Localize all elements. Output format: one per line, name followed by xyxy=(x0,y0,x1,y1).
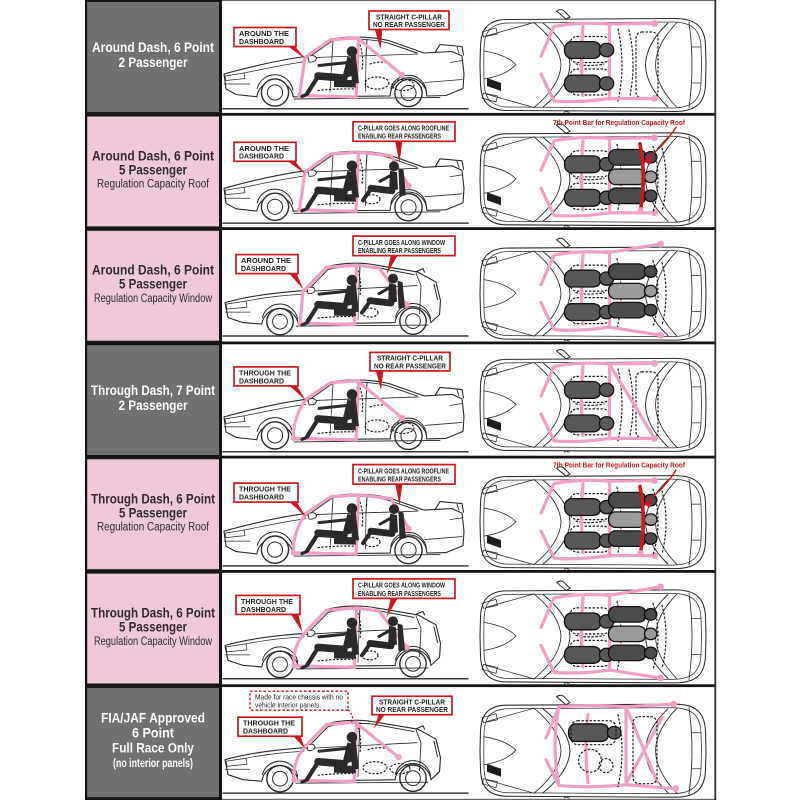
svg-text:STRAIGHT C-PILLAR: STRAIGHT C-PILLAR xyxy=(377,354,443,363)
svg-text:THROUGH THE: THROUGH THE xyxy=(239,368,291,377)
svg-text:AROUND THE: AROUND THE xyxy=(239,144,289,153)
svg-text:THROUGH THE: THROUGH THE xyxy=(243,719,295,728)
svg-text:DASHBOARD: DASHBOARD xyxy=(239,37,284,46)
svg-text:7th Point Bar for Regulation C: 7th Point Bar for Regulation Capacity Ro… xyxy=(553,461,685,470)
svg-text:Through Dash, 7 Point: Through Dash, 7 Point xyxy=(91,382,215,398)
svg-text:7th Point Bar for Regulation C: 7th Point Bar for Regulation Capacity Ro… xyxy=(553,118,685,127)
svg-text:vehicle interior panels.: vehicle interior panels. xyxy=(255,701,321,710)
svg-text:C-PILLAR GOES ALONG WINDOW: C-PILLAR GOES ALONG WINDOW xyxy=(358,238,446,247)
svg-text:NO REAR PASSENGER: NO REAR PASSENGER xyxy=(376,705,448,714)
svg-text:Full Race Only: Full Race Only xyxy=(112,740,194,756)
svg-text:AROUND THE: AROUND THE xyxy=(239,29,289,38)
svg-text:C-PILLAR GOES ALONG ROOFLINE: C-PILLAR GOES ALONG ROOFLINE xyxy=(358,466,449,475)
svg-text:2 Passenger: 2 Passenger xyxy=(119,397,188,413)
svg-text:Through Dash, 6 Point: Through Dash, 6 Point xyxy=(91,490,215,506)
svg-text:AROUND THE: AROUND THE xyxy=(241,256,291,265)
svg-text:ENABLING REAR PASSENGERS: ENABLING REAR PASSENGERS xyxy=(358,246,441,255)
svg-text:2 Passenger: 2 Passenger xyxy=(119,54,188,70)
svg-text:THROUGH THE: THROUGH THE xyxy=(241,597,293,606)
svg-text:DASHBOARD: DASHBOARD xyxy=(239,493,284,502)
svg-text:ENABLING REAR PASSENGERS: ENABLING REAR PASSENGERS xyxy=(358,589,441,598)
svg-text:FIA/JAF Approved: FIA/JAF Approved xyxy=(101,710,205,726)
svg-text:DASHBOARD: DASHBOARD xyxy=(239,376,284,385)
svg-text:DASHBOARD: DASHBOARD xyxy=(239,152,284,161)
svg-text:STRAIGHT C-PILLAR: STRAIGHT C-PILLAR xyxy=(376,12,442,21)
svg-text:DASHBOARD: DASHBOARD xyxy=(241,264,286,273)
svg-text:Around Dash, 6 Point: Around Dash, 6 Point xyxy=(92,147,214,163)
svg-text:NO REAR PASSENGER: NO REAR PASSENGER xyxy=(373,20,445,29)
svg-text:DASHBOARD: DASHBOARD xyxy=(241,605,286,614)
svg-text:6 Point: 6 Point xyxy=(132,725,174,741)
svg-text:Around Dash, 6 Point: Around Dash, 6 Point xyxy=(92,39,214,55)
svg-text:Through Dash, 6 Point: Through Dash, 6 Point xyxy=(91,605,215,621)
svg-text:ENABLING REAR PASSENGERS: ENABLING REAR PASSENGERS xyxy=(358,475,441,484)
svg-text:STRAIGHT C-PILLAR: STRAIGHT C-PILLAR xyxy=(379,698,445,707)
svg-text:C-PILLAR GOES ALONG WINDOW: C-PILLAR GOES ALONG WINDOW xyxy=(358,581,446,590)
svg-text:Regulation Capacity Window: Regulation Capacity Window xyxy=(94,293,213,305)
svg-text:5 Passenger: 5 Passenger xyxy=(119,276,187,292)
svg-text:NO REAR PASSENGER: NO REAR PASSENGER xyxy=(374,361,446,370)
svg-text:5 Passenger: 5 Passenger xyxy=(119,161,187,177)
svg-text:(no interior panels): (no interior panels) xyxy=(113,758,193,770)
svg-text:DASHBOARD: DASHBOARD xyxy=(243,727,288,736)
svg-text:5 Passenger: 5 Passenger xyxy=(119,619,187,635)
svg-text:Around Dash, 6 Point: Around Dash, 6 Point xyxy=(92,262,214,278)
svg-text:Regulation Capacity Roof: Regulation Capacity Roof xyxy=(97,179,210,191)
svg-text:THROUGH THE: THROUGH THE xyxy=(239,485,291,494)
svg-text:Made for race chassis with no: Made for race chassis with no xyxy=(255,693,343,702)
svg-text:5 Passenger: 5 Passenger xyxy=(119,504,187,520)
svg-text:ENABLING REAR PASSENGERS: ENABLING REAR PASSENGERS xyxy=(358,132,441,141)
svg-text:Regulation Capacity Window: Regulation Capacity Window xyxy=(94,636,213,648)
svg-text:C-PILLAR GOES ALONG ROOFLINE: C-PILLAR GOES ALONG ROOFLINE xyxy=(358,124,449,133)
svg-text:Regulation Capacity Roof: Regulation Capacity Roof xyxy=(97,522,210,534)
